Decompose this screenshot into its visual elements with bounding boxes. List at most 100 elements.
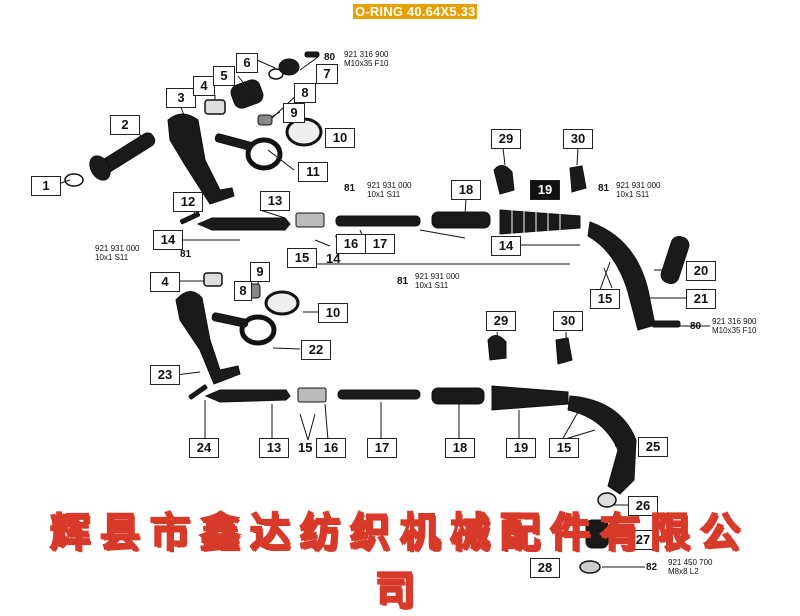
callout-16b: 16	[316, 438, 346, 458]
clamp-part-11	[214, 133, 283, 171]
bellows-part-19-lower	[491, 385, 569, 411]
lever-part-3	[167, 113, 235, 205]
callout-30: 30	[563, 129, 593, 149]
clip-part-29	[493, 165, 515, 195]
callout-14b: 14	[491, 236, 521, 256]
callout-12: 12	[173, 192, 203, 212]
cap-part-6	[278, 58, 300, 76]
bushing-part-26	[597, 492, 617, 508]
callout-9b: 9	[250, 262, 270, 282]
ring-part-10-lower	[264, 290, 300, 316]
bolt-80-top	[304, 51, 320, 58]
arm-part-25	[567, 395, 637, 495]
callout-30b: 30	[553, 311, 583, 331]
washer-part-28	[579, 560, 601, 574]
callout-23: 23	[150, 365, 180, 385]
spec-washer-a: 921 931 000 10x1 S11	[367, 181, 412, 199]
callout-21: 21	[686, 289, 716, 309]
upper-assembly-parts	[64, 51, 690, 331]
set-screw-part-8	[257, 114, 273, 126]
label-14-plain: 14	[326, 251, 341, 266]
diagram-title: O-RING 40.64X5.33	[353, 4, 478, 19]
label-82: 82	[646, 562, 658, 573]
callout-27: 27	[628, 530, 658, 550]
label-80-bottom: 80	[690, 321, 702, 332]
callout-1: 1	[31, 176, 61, 196]
callout-5: 5	[213, 66, 235, 86]
callout-14: 14	[153, 230, 183, 250]
clip-part-29-lower	[487, 335, 507, 361]
clamp-part-22	[211, 312, 277, 346]
callout-18: 18	[451, 180, 481, 200]
rod-part-17	[335, 215, 421, 227]
bolt-80-bottom	[651, 320, 681, 328]
shaft-part-2	[89, 132, 156, 181]
clip-part-30-lower	[555, 337, 573, 365]
callout-15: 15	[287, 248, 317, 268]
callout-24: 24	[189, 438, 219, 458]
o-ring-part-1	[64, 173, 84, 187]
label-15-lower: 15	[298, 440, 313, 455]
callout-18b: 18	[445, 438, 475, 458]
callout-10b: 10	[318, 303, 348, 323]
spec-washer-c: 921 931 000 10x1 S11	[415, 272, 460, 290]
callout-19b: 19	[506, 438, 536, 458]
leader-lines	[54, 56, 710, 568]
callout-2: 2	[110, 115, 140, 135]
plate-part-16	[295, 212, 325, 228]
callout-3: 3	[166, 88, 196, 108]
label-81-d: 81	[598, 183, 610, 194]
spec-washer-d: 921 931 000 10x1 S11	[616, 181, 661, 199]
callout-15d: 15	[549, 438, 579, 458]
callout-13b: 13	[259, 438, 289, 458]
callout-6: 6	[236, 53, 258, 73]
callout-22: 22	[301, 340, 331, 360]
label-81-c: 81	[397, 276, 409, 287]
rod-part-13-lower	[204, 389, 291, 403]
lever-part-23	[175, 291, 241, 385]
rod-part-13	[196, 217, 291, 231]
callout-29b: 29	[486, 311, 516, 331]
callout-25: 25	[638, 437, 668, 457]
bushing-part-4	[204, 99, 226, 115]
callout-29: 29	[491, 129, 521, 149]
label-80-top: 80	[324, 52, 336, 63]
callout-17b: 17	[367, 438, 397, 458]
callout-9: 9	[283, 103, 305, 123]
callout-4: 4	[193, 76, 215, 96]
callout-8b: 8	[234, 281, 252, 301]
bushing-part-4-lower	[203, 272, 223, 287]
label-81-a: 81	[344, 183, 356, 194]
pin-part-12	[179, 211, 201, 225]
sleeve-part-18	[431, 211, 491, 229]
spec-bolt-bottom: 921 316 900 M10x35 F10	[712, 317, 757, 335]
ring-part-7	[268, 68, 284, 80]
callout-7: 7	[316, 64, 338, 84]
arm-part-21	[587, 221, 656, 331]
rod-part-17-lower	[337, 389, 421, 400]
pin-part-20	[660, 235, 690, 285]
exploded-parts-diagram: O-RING 40.64X5.33 1 2 3 4 5 6 7 8 9 10 1…	[31, 4, 757, 615]
cap-part-27	[585, 519, 609, 549]
label-81-b: 81	[180, 249, 192, 260]
callout-8: 8	[294, 83, 316, 103]
callout-10: 10	[325, 128, 355, 148]
diagram-drawing	[54, 51, 710, 574]
callout-17: 17	[365, 234, 395, 254]
callout-11: 11	[298, 162, 328, 182]
cylinder-part-5	[230, 79, 264, 109]
company-watermark: 辉县市鑫达纺织机械配件有限公司	[49, 508, 750, 615]
sleeve-part-18-lower	[431, 387, 485, 405]
lower-assembly-parts	[175, 272, 637, 574]
clip-part-30	[569, 165, 587, 193]
pin-part-24	[188, 384, 208, 400]
bellows-ridges	[511, 209, 561, 235]
callout-28: 28	[530, 558, 560, 578]
spec-washer-b: 921 931 000 10x1 S11	[95, 244, 140, 262]
spec-screw-82: 921 450 700 M8x8 L2	[668, 558, 713, 576]
callout-19: 19	[530, 180, 560, 200]
callout-16: 16	[336, 234, 366, 254]
callout-13: 13	[260, 191, 290, 211]
plate-part-16-lower	[297, 387, 327, 403]
callout-4b: 4	[150, 272, 180, 292]
